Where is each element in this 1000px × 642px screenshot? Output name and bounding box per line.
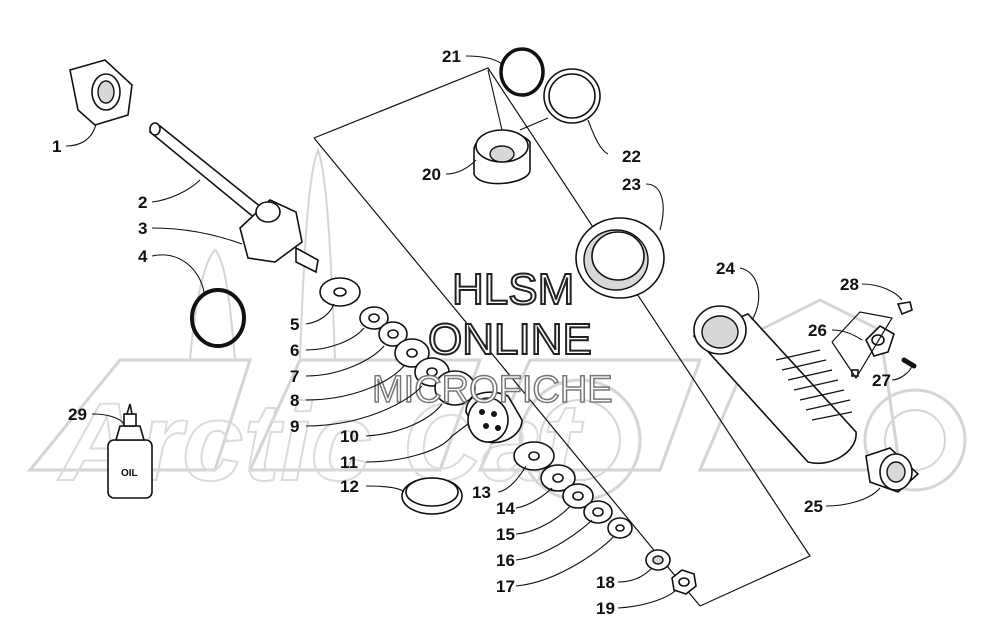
part-13-washer <box>513 441 555 471</box>
callout-5: 5 <box>290 315 299 334</box>
callout-6: 6 <box>290 341 299 360</box>
callout-17: 17 <box>496 577 515 596</box>
part-15-shim <box>562 483 594 509</box>
callout-13: 13 <box>472 483 491 502</box>
part-1-bushing <box>69 59 133 126</box>
part-12-band <box>401 477 463 515</box>
callout-4: 4 <box>138 247 148 266</box>
callout-21: 21 <box>442 47 461 66</box>
callout-18: 18 <box>596 573 615 592</box>
callout-9: 9 <box>290 417 299 436</box>
valve-group-outline <box>831 311 893 380</box>
callout-2: 2 <box>138 193 147 212</box>
part-10-shim <box>434 370 476 406</box>
part-14-shim <box>540 464 576 492</box>
part-26-valve <box>851 325 895 377</box>
callout-11: 11 <box>340 453 358 472</box>
part-7-shim <box>378 321 408 347</box>
part-8-shim <box>394 338 430 368</box>
part-20-cap <box>473 129 531 185</box>
group-outline <box>313 67 811 607</box>
callout-27: 27 <box>872 371 891 390</box>
part-11-piston <box>465 391 523 444</box>
callout-14: 14 <box>496 499 515 518</box>
part-6-shim <box>359 306 389 330</box>
part-3-body <box>239 199 319 274</box>
part-27-o-ring <box>901 357 917 369</box>
callout-1: 1 <box>52 137 61 156</box>
callout-15: 15 <box>496 525 515 544</box>
callout-26: 26 <box>808 321 827 340</box>
watermark-line3: MICROFICHE <box>372 369 613 411</box>
part-29-oil-bottle: OIL <box>107 403 153 499</box>
callout-25: 25 <box>804 497 823 516</box>
group-outline-diagonal <box>313 137 701 607</box>
part-21-o-ring <box>499 47 545 97</box>
callout-labels: 1 2 3 4 5 6 7 8 9 10 11 12 13 14 15 16 1… <box>52 47 891 618</box>
part-16-shim <box>583 500 613 524</box>
callout-20: 20 <box>422 165 441 184</box>
part-4-o-ring <box>190 288 246 348</box>
callout-22: 22 <box>622 147 641 166</box>
part-22-ring <box>543 68 601 124</box>
watermark-line2: ONLINE <box>428 315 592 364</box>
part-25-bushing <box>865 447 920 493</box>
callout-10: 10 <box>340 427 359 446</box>
oil-bottle-label: OIL <box>121 468 138 479</box>
callout-8: 8 <box>290 391 299 410</box>
callout-28: 28 <box>840 275 859 294</box>
part-5-washer <box>319 277 361 307</box>
callout-24: 24 <box>716 259 735 278</box>
part-28-screw <box>896 301 913 316</box>
callout-3: 3 <box>138 219 147 238</box>
leader-lines <box>65 55 913 609</box>
callout-23: 23 <box>622 175 641 194</box>
callout-29: 29 <box>68 405 87 424</box>
part-2-shaft <box>148 122 274 226</box>
part-19-nut <box>671 569 697 595</box>
part-23-retainer <box>575 217 665 299</box>
part-17-shim <box>607 517 633 539</box>
callout-16: 16 <box>496 551 515 570</box>
part-24-body <box>692 305 857 465</box>
callout-12: 12 <box>340 477 359 496</box>
callout-7: 7 <box>290 367 299 386</box>
watermark-line1: HLSM <box>452 265 574 314</box>
callout-19: 19 <box>596 599 615 618</box>
part-18-lock-washer <box>645 549 671 571</box>
watermark-text: HLSM ONLINE MICROFICHE <box>371 264 613 412</box>
